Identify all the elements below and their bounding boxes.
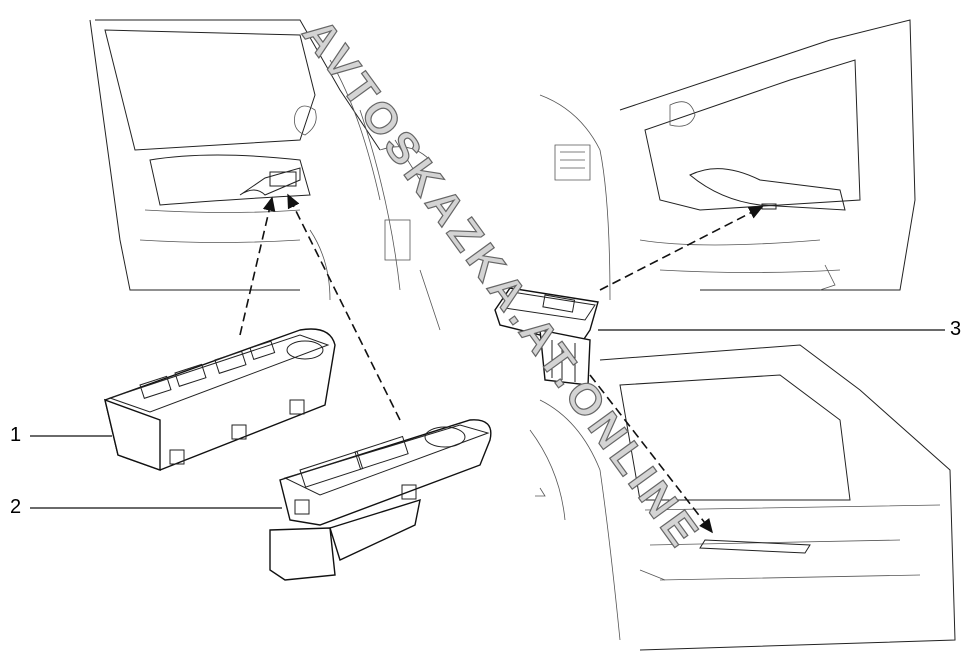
driver-window-switch-part-1 [104,328,336,471]
arrow-part3-to-front-door [599,206,764,291]
front-right-door-scene [539,19,916,301]
rear-door-scene [529,344,956,651]
arrow-part1-to-door [239,196,276,336]
window-switch-part-2 [269,419,492,581]
callout-1: 1 [10,424,22,446]
callout-2: 2 [10,496,22,518]
front-left-door-scene [89,19,441,331]
callout-3: 3 [950,318,962,340]
passenger-window-switch-part-3 [494,287,599,386]
arrow-part3-to-rear-door [589,374,713,534]
